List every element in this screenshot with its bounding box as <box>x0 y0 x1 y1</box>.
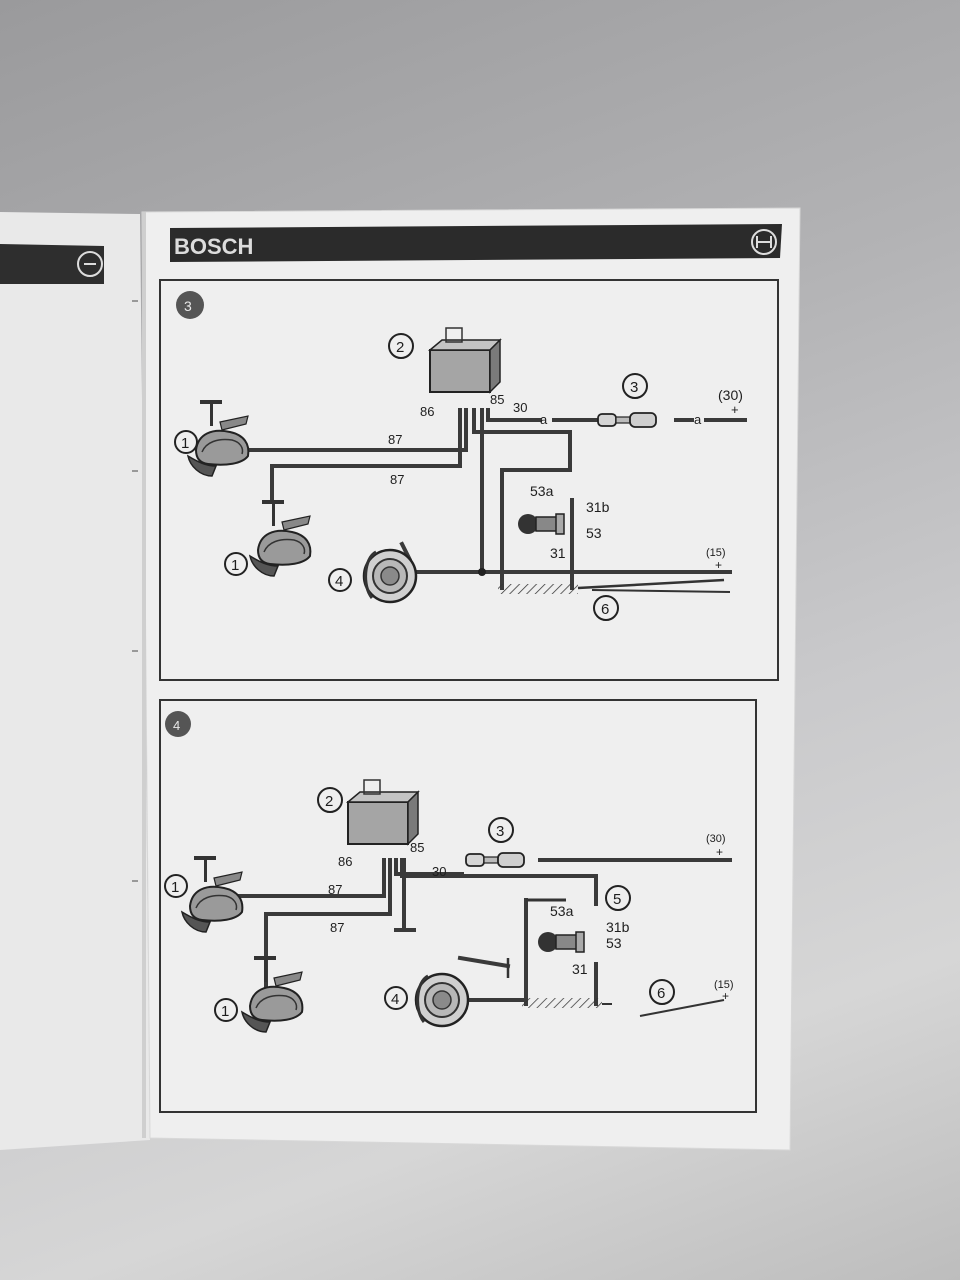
svg-text:5: 5 <box>613 891 621 908</box>
supply-30: (30) <box>706 833 726 845</box>
callout-fuse: 3 <box>622 373 648 399</box>
switch-terminal-53a: 53a <box>550 903 574 919</box>
supply-15: (15) <box>714 979 734 991</box>
svg-text:3: 3 <box>630 379 638 396</box>
figure-4: 4 1 2 3 1 <box>159 699 757 1113</box>
switch-terminal-31b: 31b <box>606 919 630 935</box>
fuse-terminal-a-right: a <box>694 412 702 427</box>
terminal-85: 85 <box>490 392 504 407</box>
switch-terminal-53: 53 <box>606 935 622 951</box>
terminal-86: 86 <box>420 404 434 419</box>
callout-horn-upper: 1 <box>164 874 188 898</box>
switch-terminal-31: 31 <box>572 961 588 977</box>
figure-4-badge <box>165 711 191 737</box>
figure-3-frame <box>159 279 779 681</box>
svg-text:2: 2 <box>325 793 333 810</box>
terminal-30: 30 <box>432 864 446 879</box>
callout-horn-upper: 1 <box>174 430 198 454</box>
svg-text:4: 4 <box>335 573 343 590</box>
figure-3-number: 3 <box>184 298 192 314</box>
switch-terminal-31b: 31b <box>586 499 610 515</box>
svg-text:6: 6 <box>657 985 665 1002</box>
callout-horn-lower: 1 <box>214 998 238 1022</box>
svg-text:2: 2 <box>396 339 404 356</box>
svg-text:1: 1 <box>171 879 179 896</box>
figure-4-number: 4 <box>173 718 180 733</box>
svg-text:1: 1 <box>181 435 189 452</box>
supply-15-sign: + <box>715 558 722 572</box>
wire-87-lower: 87 <box>330 920 344 935</box>
electric-horn-icon <box>414 972 470 1028</box>
switch-knob-icon <box>537 931 585 953</box>
svg-text:1: 1 <box>231 557 239 574</box>
wire-87-upper: 87 <box>388 432 402 447</box>
callout-electric-horn: 4 <box>384 986 408 1010</box>
left-header-bar <box>0 244 104 284</box>
callout-fuse: 3 <box>488 817 514 843</box>
callout-relay: 2 <box>388 333 414 359</box>
wire-87-lower: 87 <box>390 472 404 487</box>
callout-horn-lower: 1 <box>224 552 248 576</box>
switch-terminal-53a: 53a <box>530 483 554 499</box>
svg-text:3: 3 <box>496 823 504 840</box>
supply-30-sign: + <box>731 402 739 417</box>
figure-4-frame <box>159 699 757 1113</box>
ground-icon <box>498 584 578 594</box>
fuse-terminal-a-left: a <box>540 412 548 427</box>
brand-logo: BOSCH <box>174 234 253 259</box>
bosch-armature-icon <box>77 251 103 277</box>
terminal-85: 85 <box>410 840 424 855</box>
binding-stitches <box>132 300 138 882</box>
left-page <box>0 212 150 1150</box>
terminal-30: 30 <box>513 400 527 415</box>
supply-15-sign: + <box>722 989 729 1003</box>
switch-terminal-31: 31 <box>550 545 566 561</box>
ground-icon <box>522 998 602 1008</box>
callout-electric-horn: 4 <box>328 568 352 592</box>
switch-terminal-53: 53 <box>586 525 602 541</box>
supply-30: (30) <box>718 387 743 403</box>
figure-3-badge <box>176 291 204 319</box>
callout-relay: 2 <box>317 787 343 813</box>
bosch-armature-icon <box>751 229 777 255</box>
svg-text:4: 4 <box>391 991 399 1008</box>
svg-text:1: 1 <box>221 1003 229 1020</box>
callout-switch-line: 6 <box>649 979 675 1005</box>
supply-30-sign: + <box>716 845 723 859</box>
callout-switch: 5 <box>605 885 631 911</box>
callout-switch-line: 6 <box>593 595 619 621</box>
supply-15: (15) <box>706 547 726 559</box>
page-header: BOSCH <box>170 224 782 262</box>
electric-horn-icon <box>362 548 418 604</box>
figure-3: 3 1 2 3 <box>159 279 779 681</box>
terminal-86: 86 <box>338 854 352 869</box>
switch-knob-icon <box>517 513 565 535</box>
svg-text:6: 6 <box>601 601 609 618</box>
wire-87-upper: 87 <box>328 882 342 897</box>
